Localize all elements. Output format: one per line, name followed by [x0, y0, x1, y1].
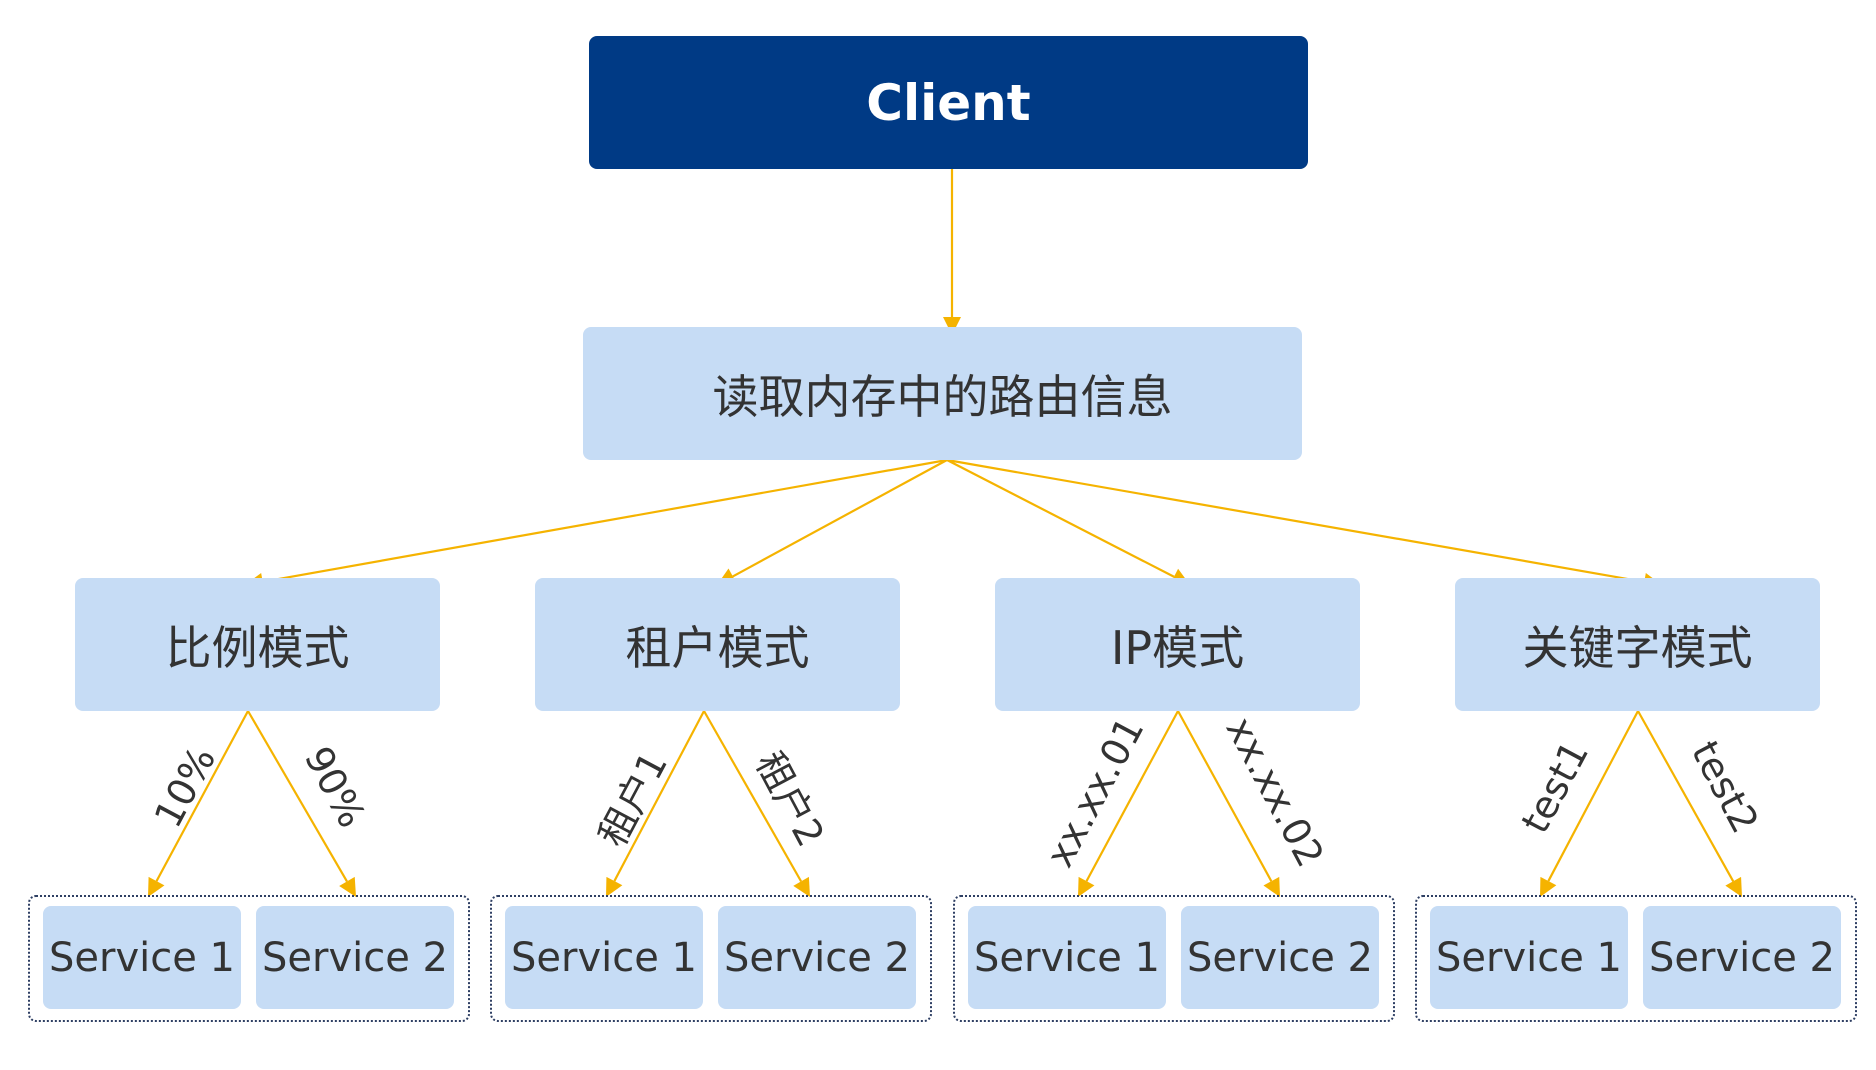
service-node: Service 1 — [505, 906, 703, 1009]
service-label: Service 1 — [511, 934, 697, 981]
service-label: Service 2 — [1649, 934, 1835, 981]
service-node: Service 2 — [718, 906, 916, 1009]
service-label: Service 1 — [974, 934, 1160, 981]
service-label: Service 1 — [1436, 934, 1622, 981]
mode-node-keyword: 关键字模式 — [1455, 578, 1820, 711]
service-label: Service 2 — [1187, 934, 1373, 981]
mode-node-tenant: 租户模式 — [535, 578, 900, 711]
service-group-tenant — [490, 895, 932, 1022]
arrow-router-to-ratio — [245, 458, 948, 591]
router-node: 读取内存中的路由信息 — [583, 327, 1302, 460]
service-label: Service 1 — [49, 934, 235, 981]
service-group-keyword — [1415, 895, 1857, 1022]
arrow-mode-2-to-service-1 — [1078, 710, 1179, 897]
arrow-mode-0-to-service-1 — [148, 710, 249, 897]
mode-node-ratio: 比例模式 — [75, 578, 440, 711]
service-label: Service 2 — [262, 934, 448, 981]
mode-label: 租户模式 — [625, 620, 810, 675]
arrow-router-to-ip — [946, 459, 1190, 585]
arrow-router-to-tenant — [717, 459, 948, 585]
mode-node-ip: IP模式 — [995, 578, 1360, 711]
client-label: Client — [866, 73, 1031, 132]
arrow-mode-3-to-service-2 — [1637, 710, 1742, 897]
arrow-router-to-keyword — [946, 458, 1662, 591]
router-label: 读取内存中的路由信息 — [712, 369, 1173, 424]
service-node: Service 2 — [256, 906, 454, 1009]
service-node: Service 2 — [1643, 906, 1841, 1009]
arrow-mode-0-to-service-2 — [247, 710, 356, 897]
mode-label: IP模式 — [1110, 620, 1245, 675]
arrow-mode-1-to-service-1 — [606, 710, 705, 897]
service-node: Service 1 — [968, 906, 1166, 1009]
client-node: Client — [589, 36, 1308, 169]
service-node: Service 1 — [43, 906, 241, 1009]
arrow-mode-3-to-service-1 — [1540, 710, 1639, 897]
service-group-ratio — [28, 895, 470, 1022]
arrow-mode-2-to-service-2 — [1177, 710, 1280, 897]
arrow-mode-1-to-service-2 — [703, 710, 810, 897]
arrow-client-to-router — [943, 169, 961, 335]
mode-label: 关键字模式 — [1522, 620, 1753, 675]
service-node: Service 2 — [1181, 906, 1379, 1009]
mode-label: 比例模式 — [165, 620, 350, 675]
service-group-ip — [953, 895, 1395, 1022]
service-label: Service 2 — [724, 934, 910, 981]
service-node: Service 1 — [1430, 906, 1628, 1009]
